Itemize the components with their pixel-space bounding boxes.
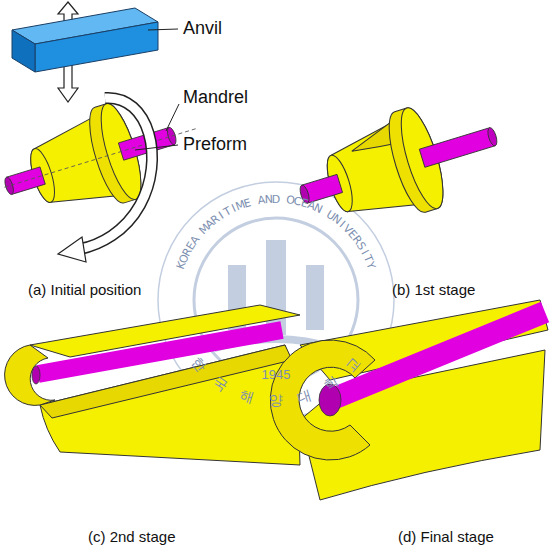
part-label: Preform	[183, 134, 247, 155]
preform-stage2	[5, 305, 300, 465]
watermark-text: 1945	[262, 368, 291, 383]
anvil-block	[12, 8, 158, 72]
arc-letter: D	[272, 194, 280, 207]
figure-caption: (a) Initial position	[28, 281, 141, 298]
leader-lines	[135, 29, 179, 150]
figure-caption: (d) Final stage	[398, 528, 494, 545]
figure-caption: (b) 1st stage	[392, 281, 475, 298]
part-label: Anvil	[183, 18, 222, 39]
preform-initial	[0, 81, 210, 235]
arc-letter: 양	[269, 392, 283, 408]
part-label: Mandrel	[183, 87, 248, 108]
figure-caption: (c) 2nd stage	[88, 528, 176, 545]
preform-stage1	[286, 85, 511, 245]
preform-final	[270, 300, 548, 500]
rotation-arrow	[58, 98, 152, 262]
